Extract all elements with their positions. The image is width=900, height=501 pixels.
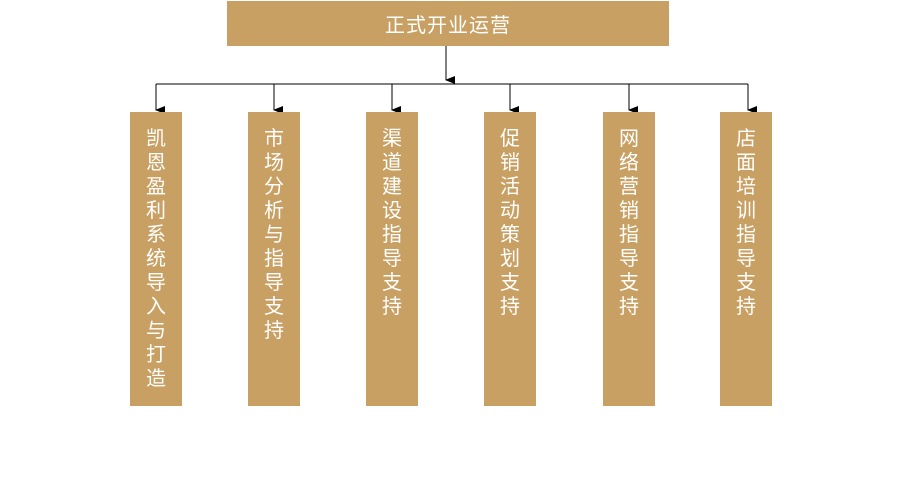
child-node-label: 网络营销指导支持 <box>619 126 639 318</box>
child-node-label: 店面培训指导支持 <box>736 126 756 318</box>
child-node-label: 凯恩盈利系统导入与打造 <box>146 126 166 390</box>
child-node-4: 促销活动策划支持 <box>484 112 536 406</box>
child-node-3: 渠道建设指导支持 <box>366 112 418 406</box>
child-node-label: 渠道建设指导支持 <box>382 126 402 318</box>
child-node-5: 网络营销指导支持 <box>603 112 655 406</box>
child-node-label: 促销活动策划支持 <box>500 126 520 318</box>
root-node: 正式开业运营 <box>227 1 669 46</box>
child-node-1: 凯恩盈利系统导入与打造 <box>130 112 182 406</box>
child-node-label: 市场分析与指导支持 <box>264 126 284 342</box>
root-node-label: 正式开业运营 <box>385 13 511 37</box>
child-node-6: 店面培训指导支持 <box>720 112 772 406</box>
child-node-2: 市场分析与指导支持 <box>248 112 300 406</box>
